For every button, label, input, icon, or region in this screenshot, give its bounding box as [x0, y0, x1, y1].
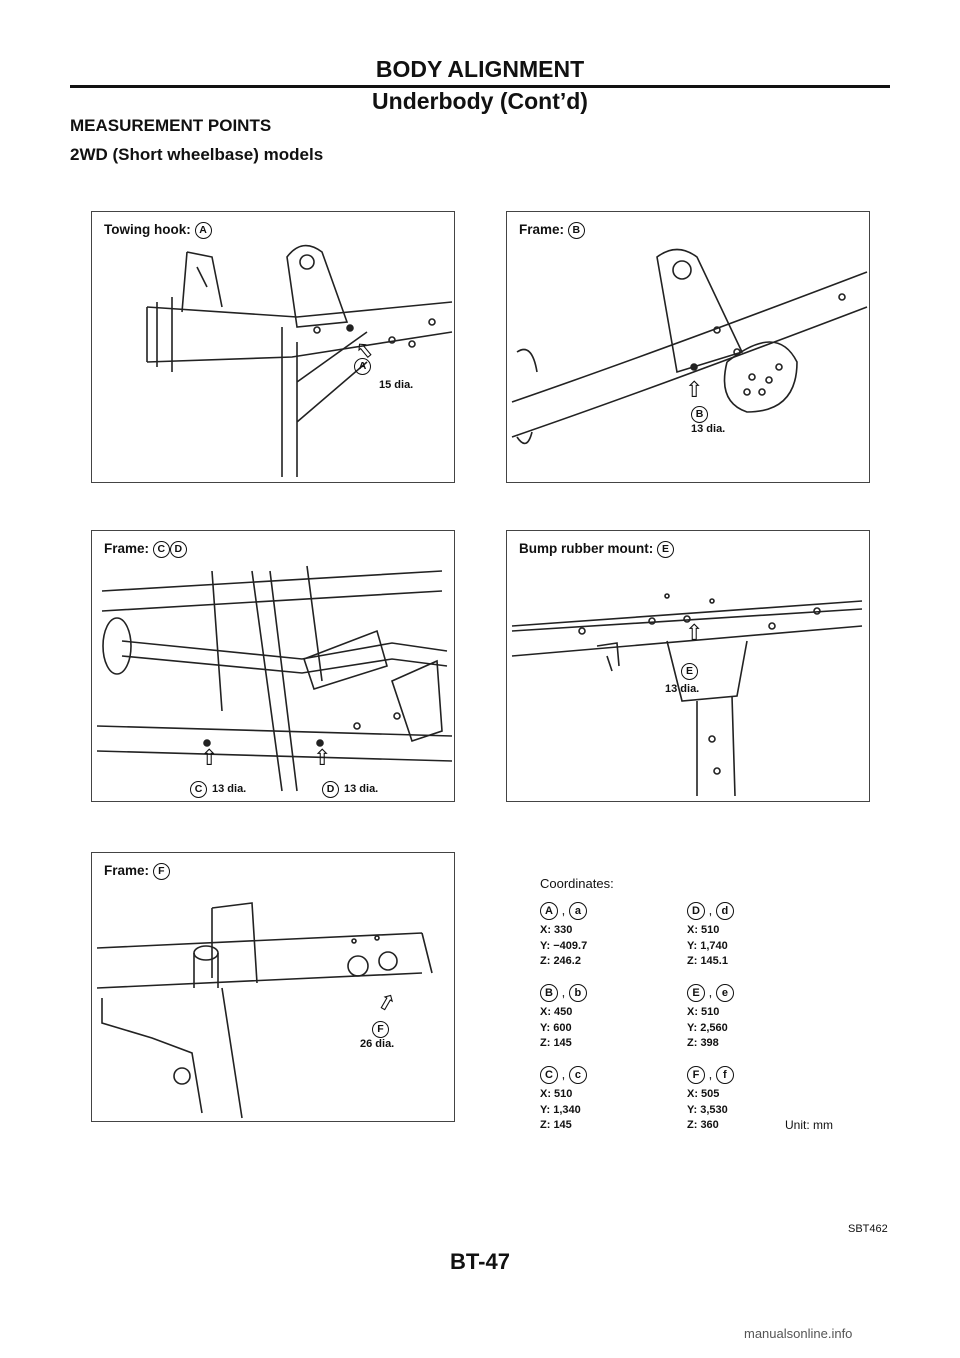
section-subtitle: 2WD (Short wheelbase) models	[70, 145, 324, 164]
marker-c-badge: C	[152, 541, 170, 558]
hole-c-diameter: 13 dia.	[212, 783, 247, 795]
panel-f-title: Frame: F	[104, 863, 170, 880]
arrow-c-icon: ⇧	[200, 745, 219, 770]
page-number: BT-47	[450, 1249, 510, 1274]
footer-watermark[interactable]: manualsonline.info	[744, 1326, 853, 1341]
marker-b-badge: B	[567, 222, 585, 239]
hole-e-diameter: 13 dia.	[665, 683, 700, 695]
frame-f-illustration	[96, 902, 433, 1119]
panel-b-title: Frame: B	[519, 222, 585, 239]
arrow-b-icon: ⇧	[685, 377, 704, 402]
panel-frame-f: Frame: F ⇧ F 26 dia.	[91, 852, 455, 1122]
hole-d-diameter: 13 dia.	[344, 783, 379, 795]
panel-a-title: Towing hook: A	[104, 222, 212, 239]
section-title: MEASUREMENT POINTS	[70, 116, 272, 135]
arrow-e-icon: ⇧	[685, 620, 704, 645]
page-header: BODY ALIGNMENT Underbody (Cont’d)	[0, 0, 960, 114]
bump-rubber-mount-illustration	[511, 593, 863, 797]
panel-e-title: Bump rubber mount: E	[519, 541, 675, 558]
frame-b-illustration	[511, 248, 868, 445]
marker-f-callout: F	[372, 1021, 389, 1038]
figure-code: SBT462	[848, 1223, 888, 1235]
panel-frame-b: Frame: B B 13 dia. ⇧	[506, 211, 870, 483]
marker-a-callout: A	[354, 358, 371, 375]
marker-e-callout: E	[681, 663, 698, 680]
marker-b-callout: B	[691, 406, 708, 423]
frame-cd-illustration	[96, 565, 453, 792]
marker-d-badge: D	[169, 541, 187, 558]
marker-d-callout: D	[322, 781, 339, 798]
coordinates-title: Coordinates:	[540, 876, 614, 891]
panel-towing-hook: Towing hook: A A 15 dia. ⇧	[91, 211, 455, 483]
hole-f-diameter: 26 dia.	[360, 1038, 395, 1050]
header-subtitle: Underbody (Cont’d)	[372, 88, 588, 114]
arrow-d-icon: ⇧	[313, 745, 332, 770]
header-rule	[70, 85, 890, 88]
unit-label: Unit: mm	[785, 1118, 833, 1132]
hole-b-diameter: 13 dia.	[691, 423, 726, 435]
marker-e-badge: E	[657, 541, 675, 558]
marker-a-badge: A	[194, 222, 212, 239]
towing-hook-illustration	[146, 244, 453, 477]
marker-f-badge: F	[152, 863, 170, 880]
header-title: BODY ALIGNMENT	[375, 56, 585, 82]
panel-bump-rubber-mount: Bump rubber mount: E ⇧ E 13 dia.	[506, 530, 870, 802]
hole-a-diameter: 15 dia.	[379, 379, 414, 391]
marker-c-callout: C	[190, 781, 207, 798]
